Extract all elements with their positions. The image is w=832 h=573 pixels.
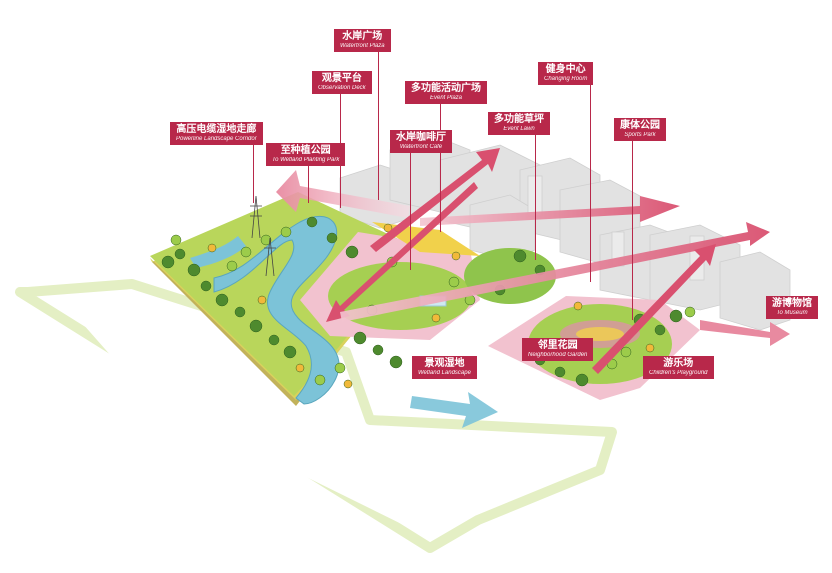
arrow-water — [410, 392, 498, 428]
label-event-lawn: 多功能草坪 Event Lawn — [488, 112, 550, 135]
label-neighborhood-garden: 邻里花园 Neighborhood Garden — [522, 338, 594, 361]
label-waterfront-plaza: 水岸广场 Waterfront Plaza — [334, 29, 391, 52]
arrow-east — [420, 196, 680, 226]
label-wetland-planting: 至种植公园 To Wetland Planting Park — [266, 143, 346, 166]
label-observation-deck: 观景平台 Observation Deck — [312, 71, 372, 94]
leader-waterfront-cafe — [410, 150, 411, 270]
trees — [161, 216, 696, 389]
arrow-diag-ne — [370, 148, 500, 252]
label-wetland-landscape: 景观湿地 Wetland Landscape — [412, 356, 477, 379]
arrow-museum — [700, 320, 790, 346]
leader-changing-room — [590, 82, 591, 282]
leader-waterfront-plaza — [378, 50, 379, 200]
leader-sports-park — [632, 140, 633, 320]
arrow-long-ne — [340, 222, 770, 322]
arrow-west — [276, 170, 410, 218]
outline-zone-inner — [60, 292, 590, 536]
arrow-playground — [592, 244, 716, 374]
label-to-museum: 游博物馆 To Museum — [766, 296, 818, 319]
river — [213, 215, 340, 405]
pylons — [250, 195, 276, 277]
right-park — [488, 296, 700, 400]
leader-event-lawn — [535, 130, 536, 260]
leader-wetland-planting — [308, 163, 309, 203]
label-childrens-playground: 游乐场 Children's Playground — [643, 356, 714, 379]
flow-arrows — [276, 148, 790, 428]
label-changing-room: 健身中心 Changing Room — [538, 62, 594, 85]
label-event-plaza: 多功能活动广场 Event Plaza — [405, 81, 487, 104]
label-sports-park: 康体公园 Sports Park — [614, 118, 666, 141]
label-powerline-corridor: 高压电缆湿地走廊 Powerline Landscape Corridor — [170, 122, 263, 145]
leader-event-plaza — [440, 102, 441, 232]
leader-powerline — [253, 143, 254, 203]
label-waterfront-cafe: 水岸咖啡厅 Waterfront Cafe — [390, 130, 452, 153]
